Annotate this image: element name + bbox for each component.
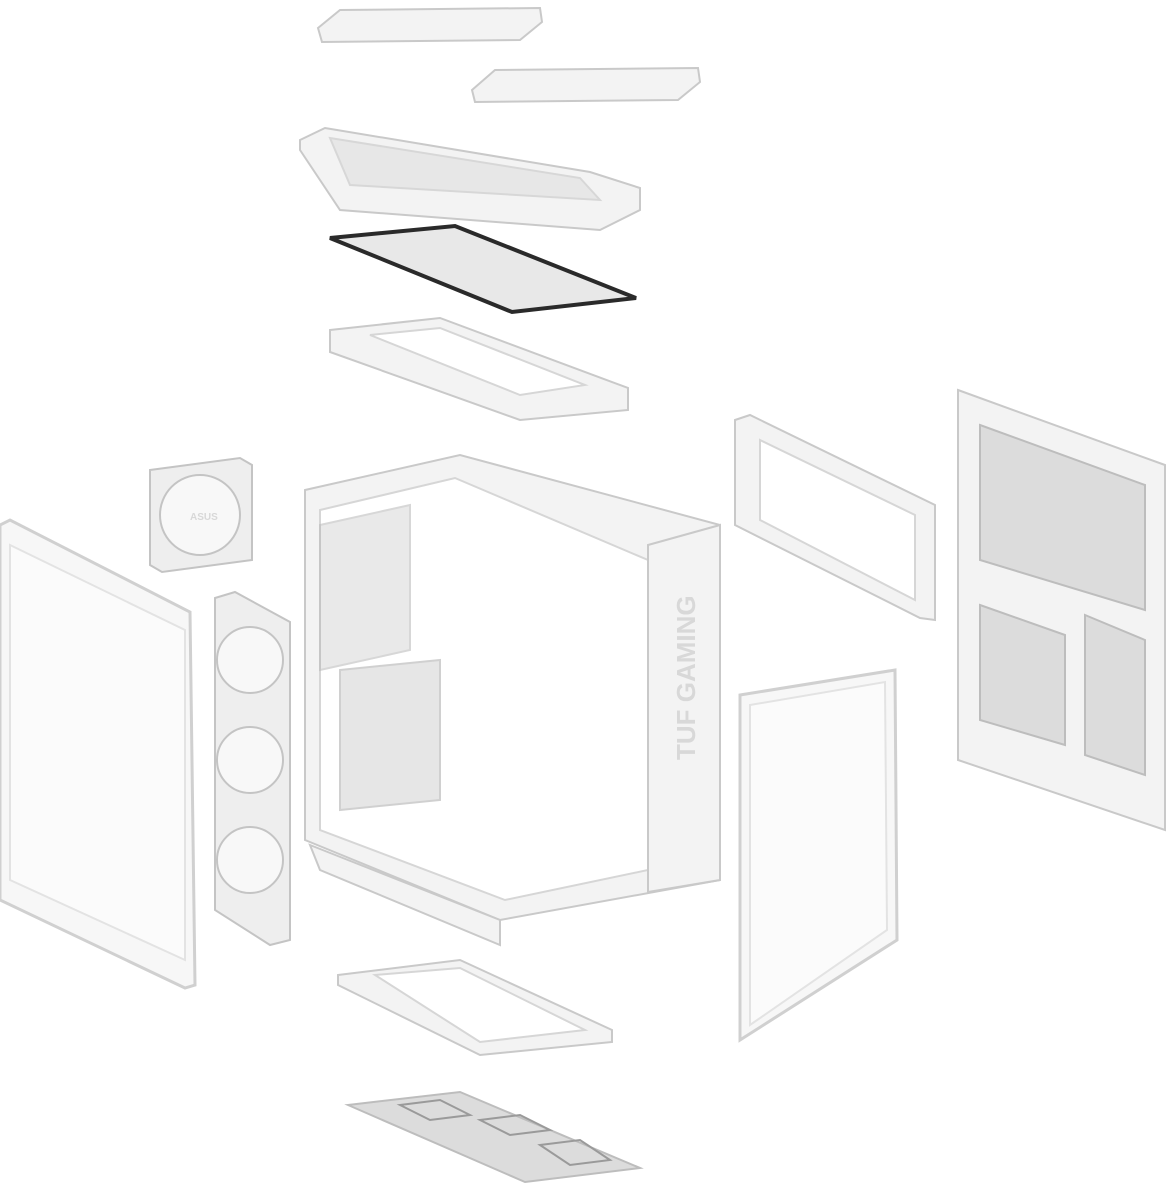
- side-bracket-opening: [759, 438, 916, 602]
- top-cover-mesh: [328, 136, 603, 202]
- rear-mesh-top: [979, 423, 1146, 612]
- rear-side-panel: [957, 388, 1166, 832]
- left-glass-inner: [9, 543, 186, 962]
- top-strip-1: [316, 6, 544, 44]
- top-fan: ASUS: [149, 456, 253, 574]
- fan-1: [216, 626, 284, 694]
- fan-2: [216, 726, 284, 794]
- chassis-bottom: [308, 843, 501, 947]
- front-panel-logo: TUF GAMING: [671, 595, 701, 760]
- triple-fan-radiator: [214, 590, 291, 947]
- bottom-bracket-opening: [371, 966, 589, 1044]
- pcie-slots: [339, 658, 441, 812]
- right-glass-inner: [749, 680, 889, 1027]
- side-mesh: [319, 503, 411, 672]
- fan-logo-text: ASUS: [190, 512, 218, 523]
- top-dust-filter: [329, 223, 637, 315]
- bottom-dust-filter: [344, 1090, 644, 1184]
- top-bracket-opening: [369, 326, 589, 397]
- front-panel: [647, 523, 721, 894]
- top-strip-2: [470, 66, 702, 104]
- fan-3: [216, 826, 284, 894]
- bottom-filter-hex-pattern: [396, 1098, 613, 1167]
- main-chassis: TUF GAMING: [304, 453, 721, 947]
- rear-mesh-right: [1084, 613, 1146, 777]
- rear-mesh-left: [979, 603, 1066, 747]
